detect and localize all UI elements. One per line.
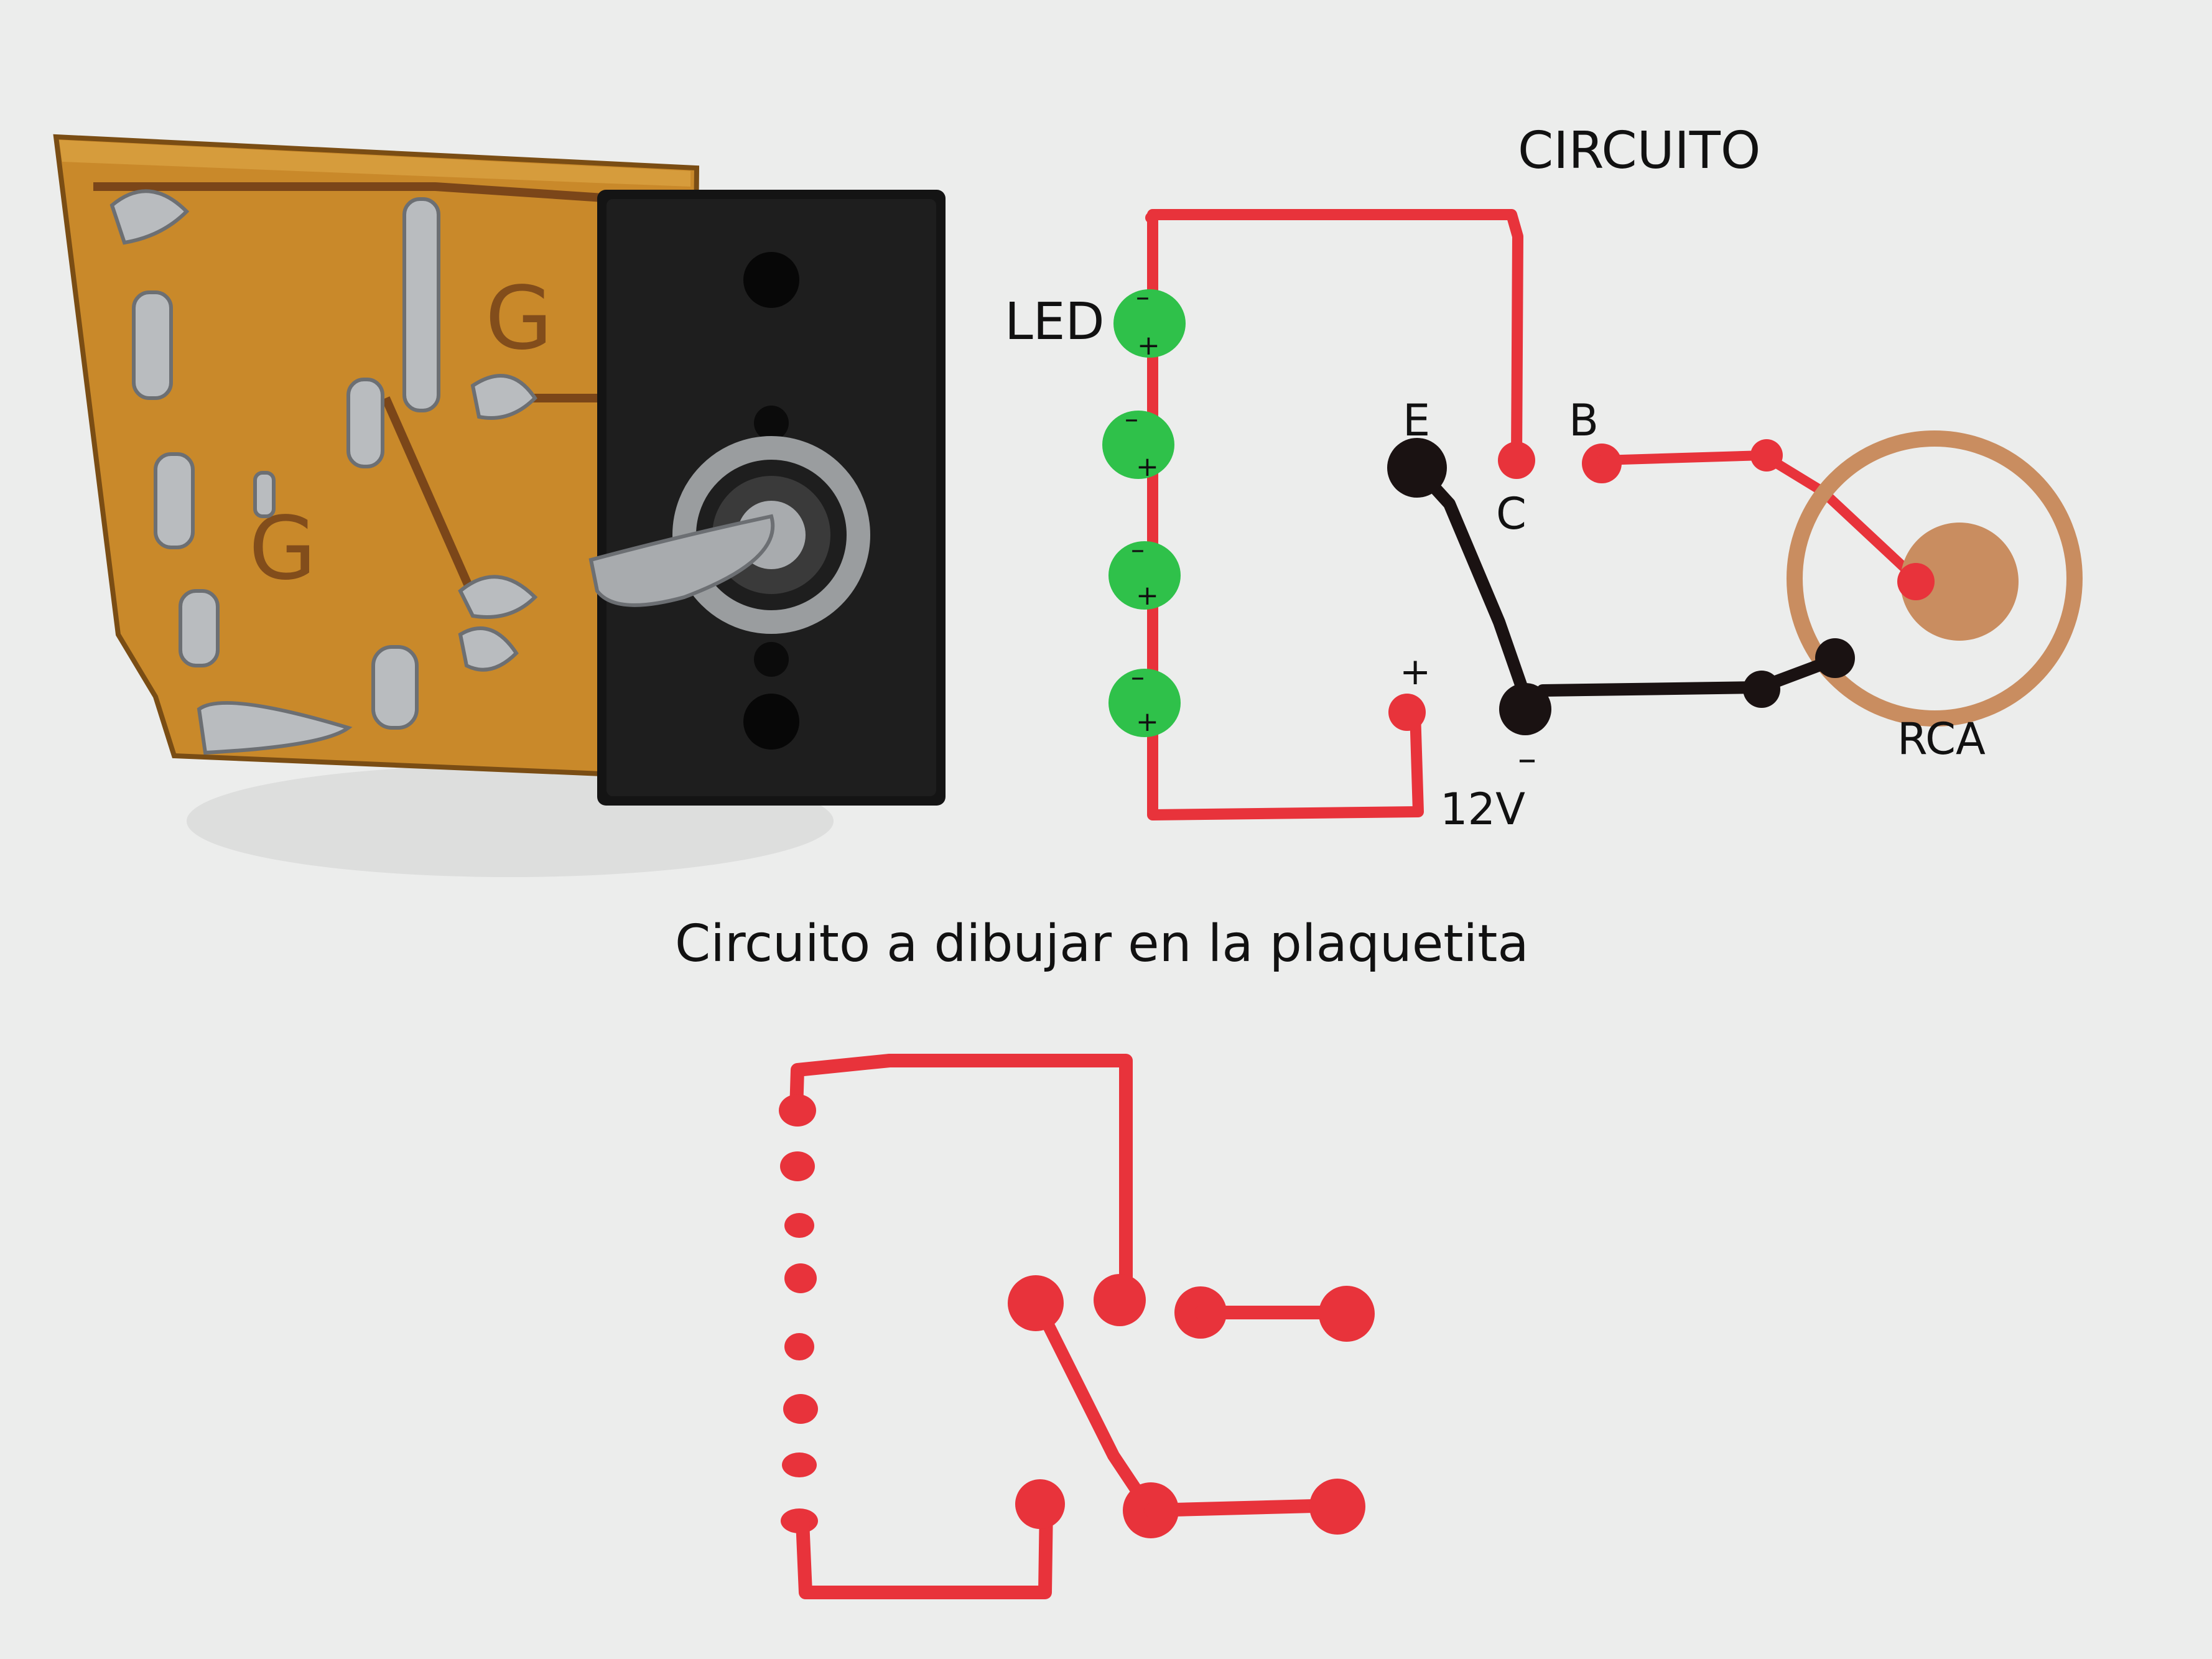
led-2-minus: – <box>1125 403 1138 435</box>
led-stack: – + – + – + – + <box>1102 281 1186 738</box>
pin-e-label: E <box>1403 395 1430 446</box>
schematic: CIRCUITO LED – + – + – + – <box>1005 121 2083 835</box>
rca-jack <box>1787 430 2083 727</box>
led-2-plus: + <box>1136 451 1159 483</box>
led-3-minus: – <box>1131 534 1145 565</box>
led-3: – + <box>1108 534 1181 611</box>
led-string-wire <box>1147 209 1424 820</box>
led-3-plus: + <box>1136 580 1159 611</box>
supply-plus-label: + <box>1400 650 1431 694</box>
svg-text:G: G <box>485 268 553 369</box>
pcb-bottom-trace <box>796 1499 1053 1599</box>
led-4: – + <box>1108 661 1181 738</box>
pin-e-pad <box>1387 438 1447 498</box>
led-1-plus: + <box>1137 330 1160 361</box>
led-label: LED <box>1005 292 1105 351</box>
pcb-caption: Circuito a dibujar en la plaquetita <box>675 914 1529 974</box>
pin-c-pad <box>1498 442 1535 479</box>
supply-plus-pad <box>1388 694 1426 731</box>
pcb-top-trace <box>789 1054 1133 1301</box>
schematic-title: CIRCUITO <box>1518 121 1760 180</box>
collector-wire <box>1145 209 1523 466</box>
led-1: – + <box>1113 281 1186 361</box>
base-wire <box>1597 450 1921 583</box>
rca-label: RCA <box>1897 713 1986 764</box>
led-1-minus: – <box>1136 281 1150 313</box>
pin-b-label: B <box>1569 395 1599 446</box>
led-4-plus: + <box>1136 706 1159 738</box>
led-4-minus: – <box>1131 661 1145 693</box>
pin-c-label: C <box>1496 488 1527 539</box>
supply-voltage-label: 12V <box>1440 784 1525 835</box>
led-2: – + <box>1102 403 1174 483</box>
pcb-layout <box>779 1054 1375 1599</box>
supply-minus-label: – <box>1518 737 1536 781</box>
pcb-led-pads <box>779 1094 818 1533</box>
assembled-board-photo: G G <box>53 134 946 877</box>
